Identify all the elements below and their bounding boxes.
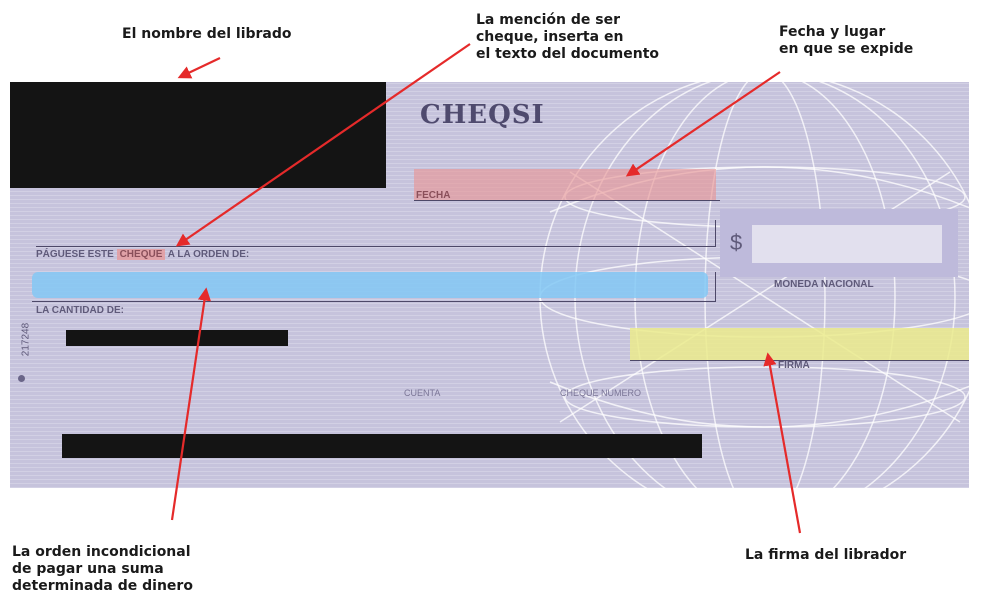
amount-line — [32, 301, 716, 302]
arrow-date-place — [625, 71, 781, 177]
amount-field — [752, 225, 942, 263]
signature-highlight — [630, 328, 969, 360]
payee-line-vertical — [715, 220, 716, 247]
amount-words-highlight — [32, 272, 708, 298]
cheque-document: CHEQSI FECHA PÁGUESE ESTE CHEQUE A LA OR… — [10, 82, 969, 488]
signature-line — [630, 360, 969, 361]
pay-to-order-label: PÁGUESE ESTE CHEQUE A LA ORDEN DE: — [36, 249, 249, 260]
arrow-unconditional-order — [170, 287, 211, 521]
date-line — [414, 200, 720, 201]
arrow-drawer-signature — [763, 352, 802, 534]
arrow-drawee-name — [177, 57, 221, 79]
pay-to-suffix: A LA ORDEN DE: — [165, 249, 250, 260]
annotation-drawee-name: El nombre del librado — [122, 26, 292, 42]
annotation-date-place: Fecha y lugar en que se expide — [779, 24, 914, 57]
redacted-amount — [66, 330, 288, 346]
annotation-drawer-signature: La firma del librador — [745, 547, 907, 563]
annotation-unconditional-order: La orden incondicional de pagar una suma… — [12, 544, 193, 594]
date-field-highlight — [414, 169, 716, 201]
currency-label: MONEDA NACIONAL — [774, 279, 874, 290]
bank-brand: CHEQSI — [420, 100, 545, 130]
cheque-word: CHEQUE — [116, 249, 166, 260]
annotation-cheque-mention: La mención de ser cheque, inserta en el … — [476, 12, 660, 62]
account-label: CUENTA — [404, 388, 441, 398]
redacted-drawee-name — [10, 82, 386, 188]
pay-to-prefix: PÁGUESE ESTE — [36, 249, 117, 260]
date-label: FECHA — [416, 190, 451, 201]
redacted-micr-line — [62, 434, 702, 458]
arrow-cheque-mention — [175, 43, 471, 247]
currency-symbol: $ — [730, 230, 743, 255]
amount-line-vertical — [715, 272, 716, 302]
signature-label: FIRMA — [778, 360, 810, 371]
amount-label: LA CANTIDAD DE: — [36, 305, 124, 316]
check-number-label: CHEQUE NUMERO — [560, 388, 642, 398]
payee-line — [36, 246, 716, 247]
serial-dot — [18, 375, 25, 382]
